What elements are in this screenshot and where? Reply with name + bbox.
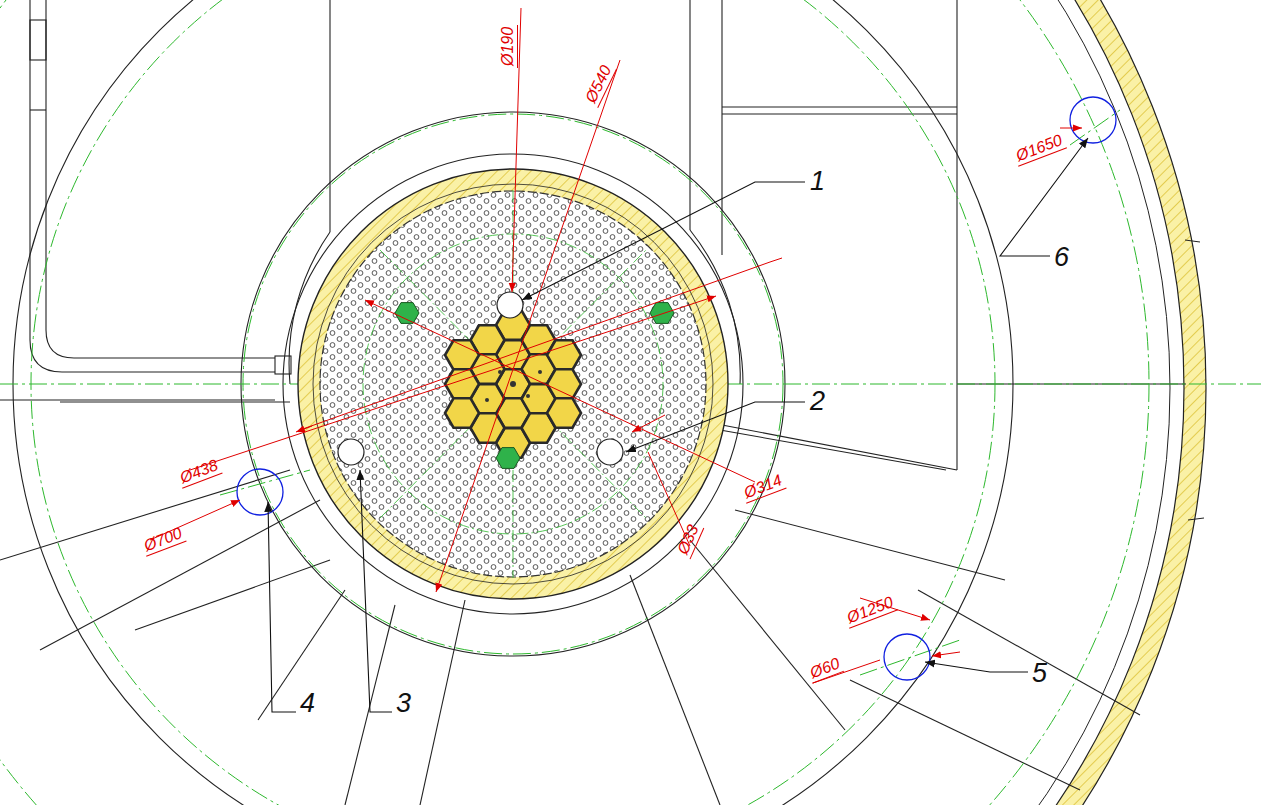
dimension-label: Ø1650 bbox=[1012, 131, 1067, 166]
callout-number: 6 bbox=[1054, 244, 1069, 271]
dimension-label: Ø700 bbox=[140, 525, 187, 557]
dimension-label: Ø314 bbox=[740, 472, 787, 504]
callout-number: 4 bbox=[300, 690, 315, 717]
dimension-label: Ø190 bbox=[500, 25, 518, 68]
callout-number: 1 bbox=[810, 168, 825, 195]
callout-number: 5 bbox=[1032, 660, 1047, 687]
callout-number: 3 bbox=[396, 690, 411, 717]
dimension-label: Ø1250 bbox=[843, 593, 898, 628]
dimension-label: Ø33 bbox=[674, 521, 704, 560]
dimension-label: Ø60 bbox=[806, 655, 844, 684]
dimension-label: Ø438 bbox=[176, 457, 223, 489]
callout-number: 2 bbox=[810, 388, 825, 415]
